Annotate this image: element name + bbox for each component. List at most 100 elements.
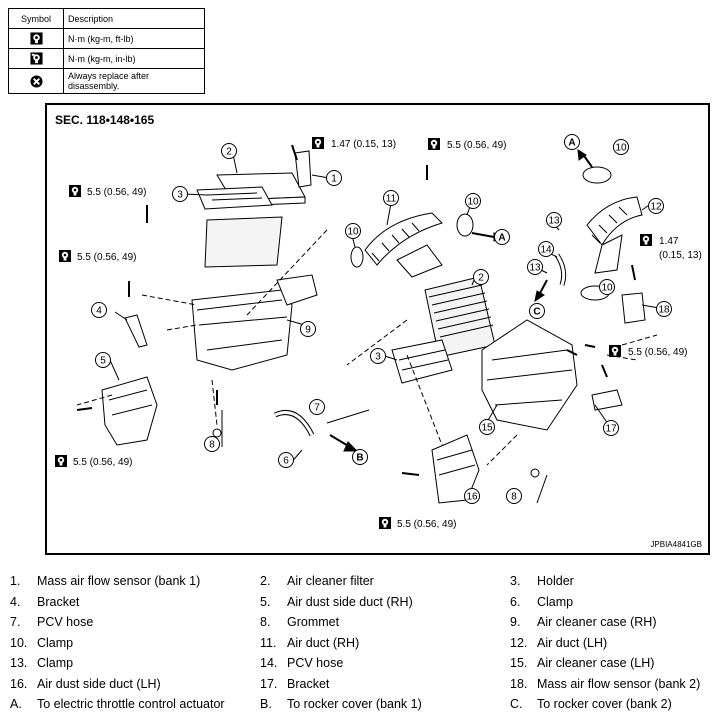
section-title: SEC. 118•148•165 [55,113,155,127]
torque-label-6: 1.47 (0.15, 13) [640,234,702,261]
torque-wrench-icon [29,32,43,45]
callout-8: 8 [204,436,220,452]
symbol-table: Symbol Description N·m (kg-m, ft-lb) N·m… [8,8,205,94]
svg-text:13: 13 [548,216,560,227]
svg-text:18: 18 [658,305,670,316]
svg-text:10: 10 [615,143,627,154]
svg-text:A: A [498,233,505,244]
legend-item-c: C.To rocker cover (bank 2) [510,697,672,712]
legend-item-15: 15.Air cleaner case (LH) [510,656,655,671]
replace-part-icon [29,74,43,88]
callout-5: 5 [95,352,111,368]
legend-item-4: 4.Bracket [10,594,80,609]
svg-text:1.47: 1.47 [659,236,679,247]
svg-text:B: B [356,453,363,464]
legend-item-14: 14.PCV hose [260,656,344,671]
description-header: Description [63,8,205,29]
svg-text:5.5 (0.56, 49): 5.5 (0.56, 49) [397,519,456,530]
torque-label-4: 5.5 (0.56, 49) [59,250,136,263]
arrow-label-a1: A [494,229,510,245]
svg-text:10: 10 [347,227,359,238]
svg-text:2: 2 [226,147,232,158]
torque-label-3: 5.5 (0.56, 49) [69,185,146,198]
callout-17: 17 [603,420,619,436]
svg-text:5.5 (0.56, 49): 5.5 (0.56, 49) [447,140,506,151]
legend-item-10: 10.Clamp [10,635,74,650]
torque-label-1: 1.47 (0.15, 13) [312,137,396,150]
svg-text:10: 10 [601,283,613,294]
svg-text:1: 1 [331,174,337,185]
legend-item-11: 11.Air duct (RH) [260,635,360,650]
torque-label-7: 5.5 (0.56, 49) [609,345,687,358]
callout-13a: 13 [546,212,562,228]
callout-8b: 8 [506,488,522,504]
legend-item-a: A.To electric throttle control actuator [10,697,225,712]
callout-11: 11 [383,190,399,206]
arrow-label-b: B [352,449,368,465]
callout-2: 2 [221,143,237,159]
svg-text:1.47 (0.15, 13): 1.47 (0.15, 13) [331,139,396,150]
parts-drawing: 1 2 3 4 5 6 7 8 9 10 11 10 2 3 15 16 8 1… [55,134,702,530]
svg-text:12: 12 [650,202,662,213]
callout-6: 6 [278,452,294,468]
callout-10c: 10 [613,139,629,155]
callout-10a: 10 [345,223,361,239]
svg-text:5.5 (0.56, 49): 5.5 (0.56, 49) [73,457,132,468]
legend-item-8: 8.Grommet [260,615,340,630]
svg-text:5: 5 [100,356,106,367]
legend-item-16: 16.Air dust side duct (LH) [10,676,161,691]
arrow-label-c: C [529,303,545,319]
callout-1: 1 [326,170,342,186]
svg-text:3: 3 [375,352,381,363]
air-cleaner-case-lh [481,319,578,431]
symbol-desc-replace: Always replace after disassembly. [63,68,205,94]
svg-text:11: 11 [386,194,397,205]
svg-text:16: 16 [466,492,478,503]
svg-text:5.5 (0.56, 49): 5.5 (0.56, 49) [77,252,136,263]
callout-2b: 2 [473,269,489,285]
callout-9: 9 [300,321,316,337]
torque-label-8: 5.5 (0.56, 49) [379,517,456,530]
svg-text:4: 4 [96,306,102,317]
svg-text:15: 15 [481,423,493,434]
legend-item-2: 2.Air cleaner filter [260,574,374,589]
svg-text:8: 8 [511,492,517,503]
svg-text:14: 14 [540,245,552,256]
svg-text:10: 10 [467,197,479,208]
arrow-label-a2: A [564,134,580,150]
figure-code: JPBIA4841GB [650,540,702,549]
svg-text:13: 13 [529,263,541,274]
legend-item-3: 3.Holder [510,574,574,589]
callout-4: 4 [91,302,107,318]
legend-item-1: 1.Mass air flow sensor (bank 1) [10,574,201,589]
svg-text:5.5 (0.56, 49): 5.5 (0.56, 49) [628,347,687,358]
air-duct-lh [586,196,643,274]
callout-3b: 3 [370,348,386,364]
callout-10b: 10 [465,193,481,209]
air-duct-rh [364,212,443,278]
legend-item-b: B.To rocker cover (bank 1) [260,697,422,712]
legend-item-12: 12.Air duct (LH) [510,635,608,650]
symbol-desc-inlb: N·m (kg-m, in-lb) [63,48,205,69]
callout-3: 3 [172,186,188,202]
callout-15: 15 [479,419,495,435]
exploded-view-diagram: SEC. 118•148•165 [45,103,710,555]
callout-7: 7 [309,399,325,415]
callout-14: 14 [538,241,554,257]
svg-text:17: 17 [605,424,617,435]
torque-label-5: 5.5 (0.56, 49) [55,455,132,468]
torque-label-2: 5.5 (0.56, 49) [428,138,506,151]
svg-text:8: 8 [209,440,215,451]
legend-item-5: 5.Air dust side duct (RH) [260,594,413,609]
svg-text:(0.15, 13): (0.15, 13) [659,250,702,261]
svg-text:9: 9 [305,325,311,336]
parts-legend: 1.Mass air flow sensor (bank 1) 2.Air cl… [10,572,715,714]
legend-item-7: 7.PCV hose [10,615,94,630]
symbol-header: Symbol [8,8,64,29]
svg-text:A: A [568,138,575,149]
legend-item-18: 18.Mass air flow sensor (bank 2) [510,676,701,691]
legend-item-9: 9.Air cleaner case (RH) [510,615,657,630]
callout-13b: 13 [527,259,543,275]
torque-wrench-small-icon [29,52,43,65]
legend-item-13: 13.Clamp [10,656,74,671]
